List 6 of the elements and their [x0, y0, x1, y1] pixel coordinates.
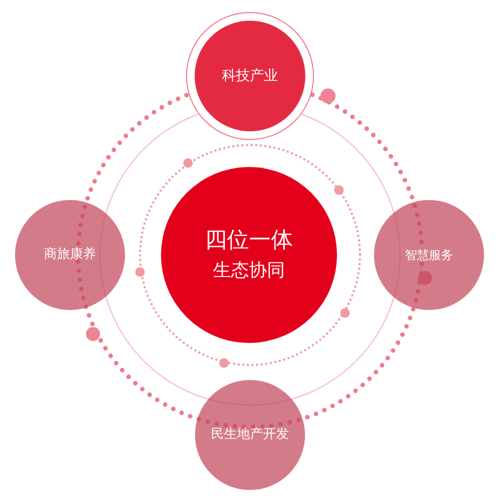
topic-label: 智慧服务	[405, 248, 453, 262]
hub-subtitle: 生态协同	[213, 260, 285, 282]
topic-label: 科技产业	[222, 68, 278, 84]
topic-label: 商旅康养	[44, 247, 96, 263]
hub-title: 四位一体	[205, 228, 293, 254]
topic-label: 民生地产开发	[211, 427, 289, 443]
